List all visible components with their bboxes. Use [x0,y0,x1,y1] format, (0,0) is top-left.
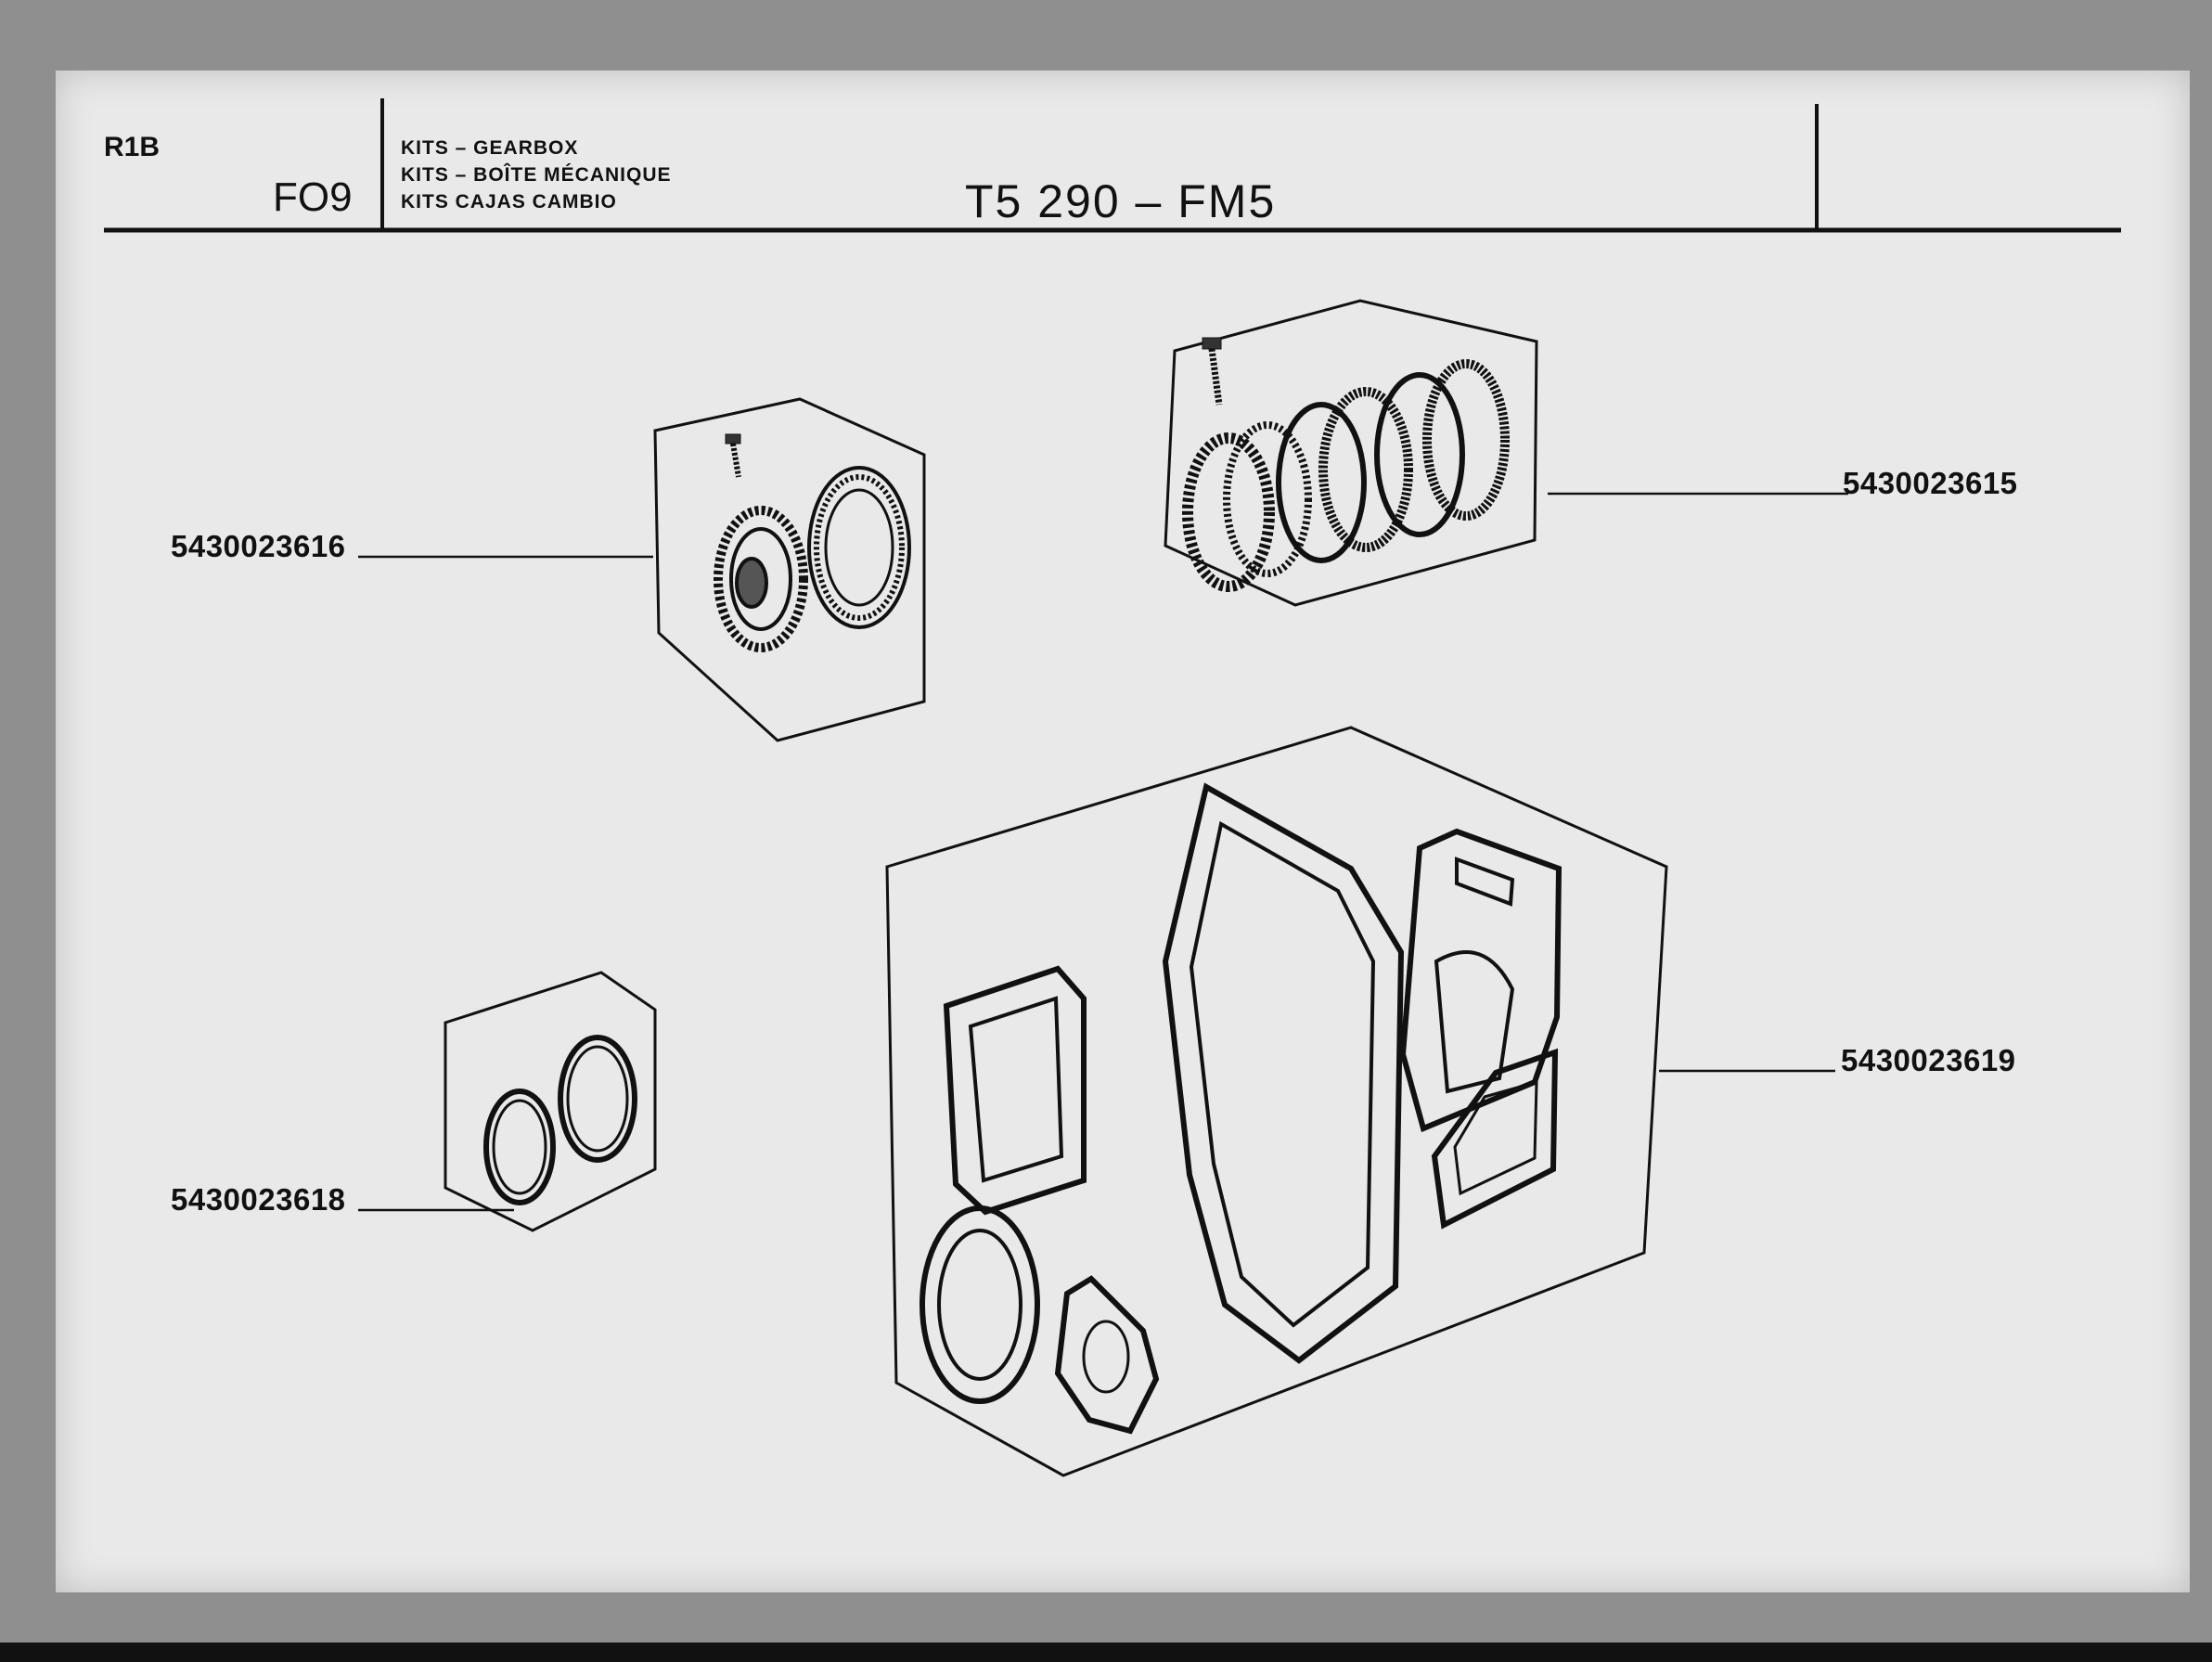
catalog-sheet: R1B FO9 KITS – GEARBOX KITS – BOÎTE MÉCA… [56,71,2190,1592]
kit-box-gaskets [885,726,1668,1477]
part-number-label: 5430023616 [171,529,346,563]
part-number-label: 5430023618 [171,1182,346,1217]
figure-code: FO9 [273,174,353,220]
gear-icon [714,433,808,652]
seal-ring-icon [483,1035,637,1205]
synchronizer-icon [1182,337,1510,592]
model-title: T5 290 – FM5 [965,175,1277,227]
part-number-label: 5430023615 [1843,466,2018,500]
kit-box-gear [653,397,926,742]
scan-border [0,1643,2212,1662]
kit-box-seals [444,971,657,1232]
gasket-icon [920,782,1563,1435]
synchro-ring-icon [807,466,911,629]
kit-title-es: KITS CAJAS CAMBIO [401,191,617,213]
kit-title-fr: KITS – BOÎTE MÉCANIQUE [401,164,672,186]
section-code: R1B [104,132,161,162]
part-number-label: 5430023619 [1841,1043,2016,1077]
kit-box-synchronizer [1164,299,1538,607]
kit-title-en: KITS – GEARBOX [401,137,579,159]
exploded-diagram [104,98,2121,1477]
